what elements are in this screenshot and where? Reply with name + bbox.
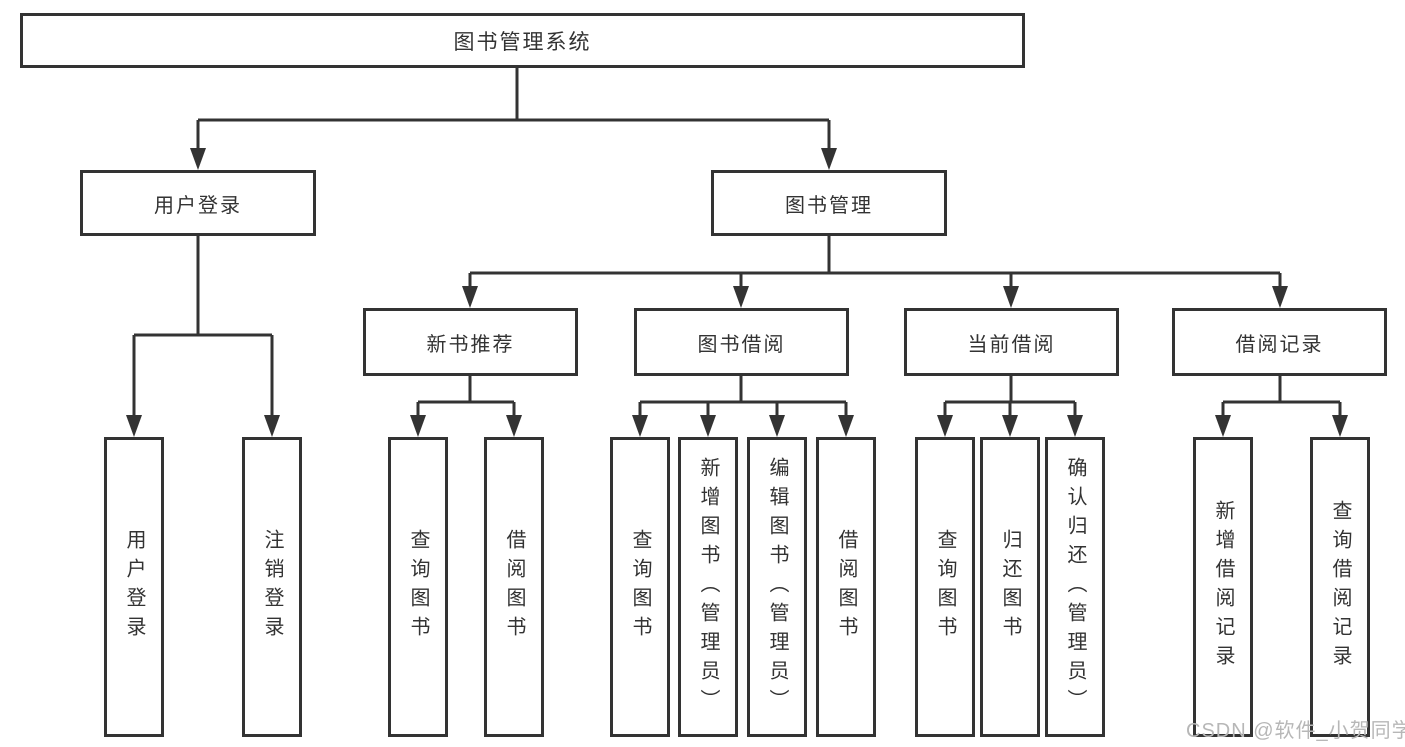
leaf-logout: 注销登录 (242, 437, 302, 737)
connector-root-to-level2 (190, 68, 837, 170)
leaf-bb-borrow-book: 借阅图书 (816, 437, 876, 737)
leaf-user-login: 用户登录 (104, 437, 164, 737)
leaf-bb-query-book: 查询图书 (610, 437, 670, 737)
connector-borrowrecord-to-leaves (1215, 376, 1348, 437)
connector-userlogin-to-leaves (126, 236, 280, 437)
node-book-management: 图书管理 (711, 170, 947, 236)
leaf-bb-add-book-admin: 新增图书（管理员） (678, 437, 738, 737)
leaf-cb-query-book: 查询图书 (915, 437, 975, 737)
connector-currentborrow-to-leaves (937, 376, 1083, 437)
leaf-cb-return-book: 归还图书 (980, 437, 1040, 737)
node-new-book-recommendation: 新书推荐 (363, 308, 578, 376)
node-borrowing-records: 借阅记录 (1172, 308, 1387, 376)
node-root-library-system: 图书管理系统 (20, 13, 1025, 68)
csdn-watermark: CSDN @软件_小贺同学 (1186, 720, 1405, 742)
node-user-login: 用户登录 (80, 170, 316, 236)
leaf-bb-edit-book-admin: 编辑图书（管理员） (747, 437, 807, 737)
connector-newbookrec-to-leaves (410, 376, 522, 437)
connector-bookmgmt-to-level3 (462, 236, 1288, 308)
node-current-borrowing: 当前借阅 (904, 308, 1119, 376)
leaf-br-add-record: 新增借阅记录 (1193, 437, 1253, 737)
leaf-rec-borrow-book: 借阅图书 (484, 437, 544, 737)
leaf-rec-query-book: 查询图书 (388, 437, 448, 737)
connector-bookborrow-to-leaves (632, 376, 854, 437)
node-book-borrowing: 图书借阅 (634, 308, 849, 376)
leaf-cb-confirm-return-admin: 确认归还（管理员） (1045, 437, 1105, 737)
leaf-br-query-record: 查询借阅记录 (1310, 437, 1370, 737)
